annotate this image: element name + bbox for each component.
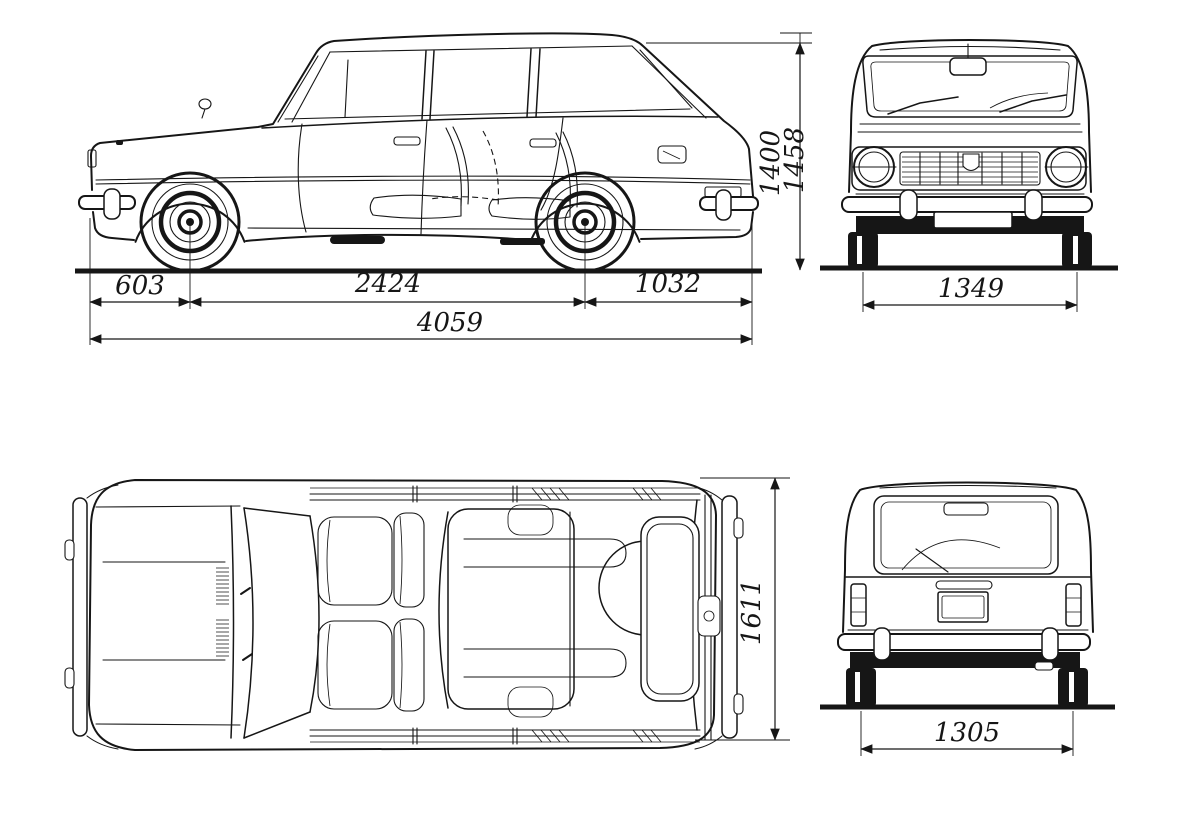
exhaust-tip: [1034, 661, 1054, 671]
side-body-outline: [90, 32, 754, 242]
front-wheel-arch: [134, 202, 246, 243]
wiper-pivot-left: [240, 587, 251, 595]
front-view: 1349: [820, 39, 1118, 312]
rearview-mirror: [949, 57, 987, 76]
wiper-pivot-right: [242, 653, 253, 661]
rear-wiper-blade: [901, 539, 1001, 571]
fuel-filler-cap: [657, 145, 687, 164]
side-marker-light: [116, 140, 123, 145]
tailgate-handle: [935, 580, 993, 590]
front-left-tire: [848, 232, 878, 268]
rear-bumper-overrider: [715, 189, 732, 221]
dim-overall-length: 4059: [416, 308, 483, 338]
dim-height-roof: 1400: [756, 130, 786, 196]
top-windshield: [243, 507, 320, 739]
dim-rear-overhang: 1032: [635, 269, 701, 299]
front-grille-assembly: [851, 123, 1089, 195]
top-rear-bumper: [694, 486, 744, 750]
headlight-edge: [87, 149, 97, 168]
front-bumper-overrider: [103, 188, 121, 220]
rear-view: 1305: [820, 481, 1115, 756]
dim-rear-track: 1305: [934, 718, 1000, 748]
tailgate-frame-outer: [640, 516, 700, 702]
top-hood: [102, 505, 253, 739]
right-wiper: [999, 94, 1067, 113]
rear-wiper-arm: [915, 548, 949, 573]
rear-overrider-left: [873, 627, 891, 661]
rear-door-armrest-right: [507, 686, 554, 718]
left-wiper: [887, 96, 959, 115]
dim-height-overall: 1458: [780, 127, 810, 193]
side-windows: [277, 45, 707, 123]
front-bumper-bar: [841, 196, 1093, 213]
top-front-bumper: [64, 484, 119, 750]
left-tail-light: [850, 583, 867, 627]
rear-body-outline: [842, 481, 1094, 633]
rear-wheel-arch: [529, 202, 641, 243]
top-rear-bench: [438, 504, 627, 718]
rear-license-plate: [937, 591, 989, 623]
top-body-outline: [88, 479, 717, 751]
side-length-dimensions: 603 2424 1032 4059: [89, 218, 753, 345]
cowl-vent-hatch: [216, 567, 229, 657]
tailgate-frame-inner: [646, 523, 694, 695]
side-interior-seats: [369, 126, 578, 220]
tailgate-hinge-trim: [943, 502, 989, 516]
side-front-details: [87, 98, 212, 168]
front-overrider-left: [899, 189, 918, 221]
tailgate-latch: [697, 595, 721, 637]
dim-front-overhang: 603: [115, 271, 165, 301]
side-doors: [297, 117, 687, 235]
dim-front-track: 1349: [938, 274, 1004, 304]
side-height-dimensions: 1400 1458: [646, 32, 812, 271]
rear-window: [873, 495, 1059, 575]
rear-door-handle: [529, 138, 557, 148]
rear-track-dimension: 1305: [860, 711, 1074, 756]
front-track-dimension: 1349: [862, 272, 1078, 312]
front-lower: [841, 189, 1093, 268]
rear-bumper-bar: [837, 633, 1091, 651]
side-view: 603 2424 1032 4059 1400 1458: [75, 32, 812, 345]
rear-left-tire: [846, 668, 876, 707]
windshield: [862, 43, 1078, 118]
front-license-plate: [933, 211, 1013, 229]
rear-door-armrest-left: [507, 504, 554, 536]
rear-lower: [837, 627, 1091, 707]
front-body-outline: [848, 39, 1092, 193]
rear-tailgate: [845, 576, 1091, 631]
front-door-handle: [393, 136, 421, 146]
right-tail-light: [1065, 583, 1082, 627]
dim-overall-width: 1611: [737, 579, 767, 645]
top-front-seats: [317, 512, 425, 712]
front-overrider-right: [1024, 189, 1043, 221]
top-width-dimension: 1611: [695, 477, 790, 741]
top-view: 1611: [64, 477, 790, 751]
dim-wheelbase: 2424: [354, 269, 421, 299]
top-roof-rails: [309, 485, 701, 745]
side-bumpers: [78, 186, 759, 245]
fender-mirror: [198, 98, 212, 110]
top-cargo-area: [598, 494, 721, 741]
rear-overrider-right: [1041, 627, 1059, 661]
grille-badge: [962, 153, 980, 172]
